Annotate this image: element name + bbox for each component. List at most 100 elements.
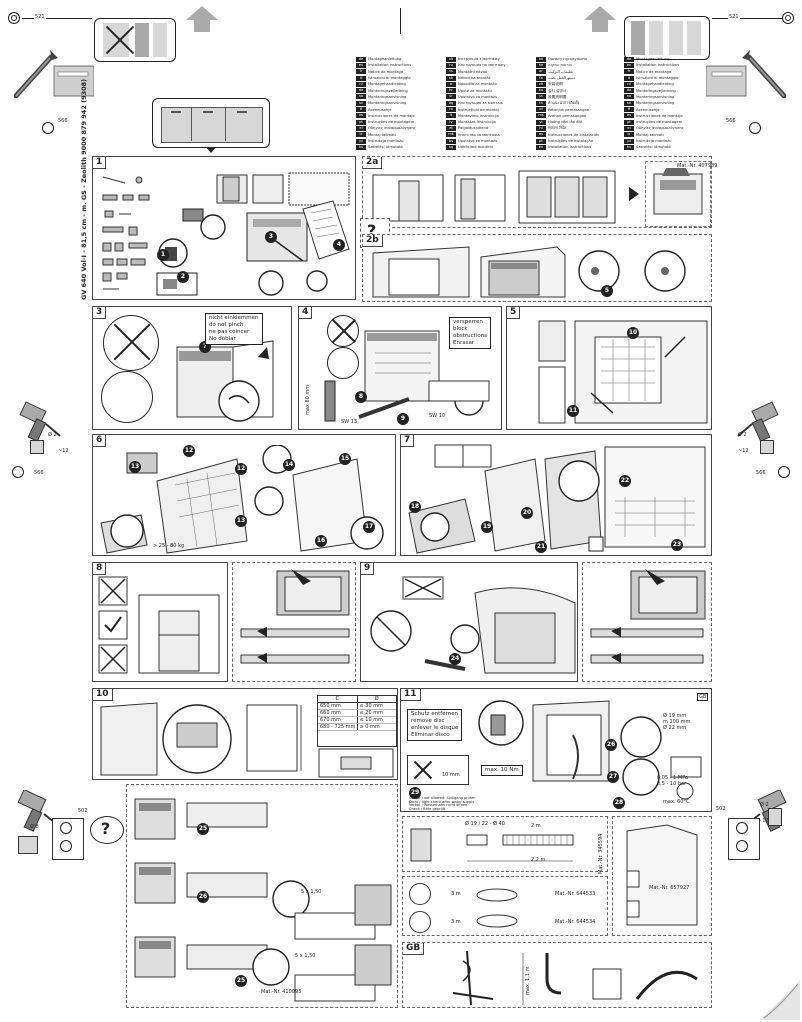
language-title: Monteringsanvisning	[368, 94, 407, 99]
step-5-panel: 5 10 11	[506, 306, 712, 430]
cross-icon	[333, 315, 353, 347]
arrow-up-icon	[186, 6, 218, 20]
step-badge: 26	[197, 891, 209, 903]
language-title: 설치 설명서	[548, 88, 567, 93]
note-line: Verbot / not allowed: Spülgang prüfen	[409, 796, 476, 800]
language-title: Monteringsvejledning	[368, 88, 408, 93]
dim-22m: 2,2 m	[531, 857, 546, 863]
language-title: Instruções de instalação	[548, 139, 593, 143]
dim-502-left: 502	[78, 808, 88, 814]
hose-extension-panel: Ø 19 / 22 - Ø 40 2 m 2,2 m	[402, 816, 608, 872]
cross-icon	[412, 758, 432, 782]
table-header-d: Ø	[356, 696, 397, 702]
step-4-panel: 4 versperren block obstructions Enrasar …	[298, 306, 502, 430]
table-row: 650 mm≤ 30 mm	[318, 703, 396, 710]
language-code-badge: tr	[356, 132, 366, 138]
table-cell-c: 650 mm	[320, 703, 341, 709]
step-badge: 16	[315, 535, 327, 547]
step-badge: 12	[183, 445, 195, 457]
corner-marker-inner-right	[785, 15, 791, 21]
language-code-badge: fi	[624, 107, 634, 113]
hose-routing-illustration	[620, 716, 702, 800]
screws-label-2: 5 x 1,50	[295, 953, 316, 959]
warning-box: nicht einklemmen do not pinch ne pas coi…	[205, 313, 263, 345]
dim-566-top-right: 566	[726, 118, 736, 124]
step-badge: 4	[333, 239, 345, 251]
power-cord-panel: 3 m 3 m Mat.-Nr. 644533 Mat.-Nr. 644534	[402, 876, 608, 936]
warning-line: Eliminar disco	[411, 732, 450, 738]
notes-box: Verbot / not allowed: Spülgang prüfen Di…	[409, 796, 559, 811]
step-badge: 18	[409, 501, 421, 513]
max-torque-label: max. 10 Nm	[481, 765, 523, 776]
language-title: Инструкция за монтаж	[458, 101, 503, 106]
page-curl-icon	[760, 980, 800, 1020]
pressure-label: 0,05 - 1 MPa 0,5 - 10 bar	[657, 775, 689, 787]
table-cell-d: ≥ 0 mm	[356, 724, 397, 730]
hole-marker-right	[760, 440, 774, 454]
cross-icon	[115, 317, 147, 367]
cord-length-1: 3 m	[451, 891, 461, 897]
dim-12-right: ~12	[738, 448, 749, 454]
language-code-badge: ms	[536, 113, 546, 119]
step-badge: 11	[567, 405, 579, 417]
language-code-badge: nl	[624, 81, 634, 87]
table-row: 670 mm≤ 10 mm	[318, 717, 396, 724]
language-title: Montagehandleiding	[636, 82, 674, 87]
language-code-badge: it	[356, 75, 366, 81]
arrow-stem-right	[592, 20, 608, 32]
mat-cab-label: Mat.-Nr. 657927	[649, 885, 690, 891]
warning-line: nicht einklemmen	[209, 315, 259, 321]
socket-icon	[409, 883, 431, 905]
gb-drain-illustration	[452, 950, 698, 1006]
language-code-badge: pl	[356, 138, 366, 144]
note-line: Verbot / Wasserhahn nicht öffnen	[409, 803, 468, 807]
language-code-badge: de	[624, 56, 634, 62]
sw13-label: SW 13	[341, 419, 358, 425]
table-header-c: C	[335, 696, 340, 702]
language-code-badge: lt	[446, 113, 456, 119]
hole-marker	[30, 440, 44, 454]
language-title: Arahan pemasangan	[548, 113, 587, 118]
language-title: Montageanleitung	[368, 57, 402, 62]
hole-marker-lower-right	[768, 808, 782, 826]
weight-label: > 25 - 80 kg	[153, 543, 185, 549]
step-badge: 19	[481, 521, 493, 533]
language-code-badge: es	[536, 132, 546, 138]
cross-icon	[107, 21, 131, 59]
step-2b-panel: 2b 5	[362, 234, 712, 302]
language-title: Asennusohje	[636, 107, 660, 112]
language-title: Montaj talimatı	[368, 132, 396, 137]
dim-2-right-lower: Ø 2	[760, 802, 769, 808]
language-code-badge: ru	[446, 62, 456, 68]
language-title: Упатство за монтажа	[458, 132, 500, 137]
drill-icon-lower-left	[17, 790, 65, 832]
step-number: 11	[401, 689, 421, 701]
kitchen-cabinet-illustration	[152, 98, 270, 148]
language-title: Montaj talimatı	[636, 132, 664, 137]
language-title: Paigaldusjuhend	[458, 126, 489, 131]
language-code-badge: uk	[446, 56, 456, 62]
alignment-options-illustration	[98, 576, 220, 674]
